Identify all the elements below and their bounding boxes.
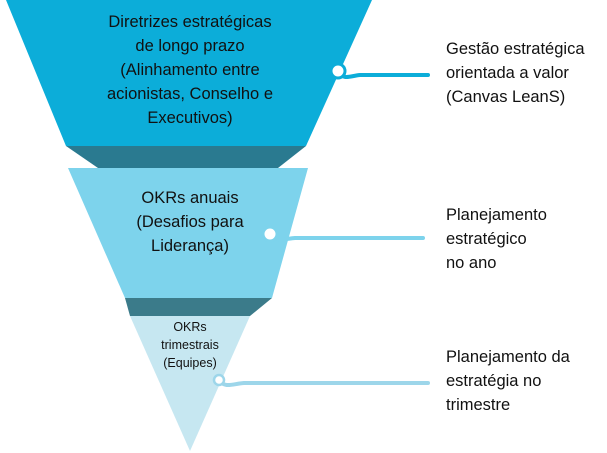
tier-1-line: (Alinhamento entre (120, 61, 260, 79)
connector-dot-3 (212, 373, 226, 387)
tier-3-line: (Equipes) (163, 356, 217, 370)
tier-2-label: OKRs anuais (Desafios para Liderança) (90, 186, 290, 258)
side-note-2-line: Planejamento (446, 206, 547, 224)
side-note-3-line: Planejamento da (446, 348, 570, 366)
tier-1-line: Executivos) (147, 109, 233, 127)
tier-3-line: trimestrais (161, 338, 219, 352)
connector-dot-2 (261, 225, 279, 243)
side-note-1-line: Gestão estratégica (446, 40, 585, 58)
side-note-1: Gestão estratégica orientada a valor (Ca… (446, 37, 585, 109)
tier-3-label: OKRs trimestrais (Equipes) (125, 318, 255, 372)
side-note-2-line: no ano (446, 254, 497, 272)
connector-line-3 (217, 379, 430, 387)
tier-2-line: OKRs anuais (141, 189, 239, 207)
funnel-tier-2-shadow (125, 298, 272, 316)
tier-2-line: (Desafios para (136, 213, 244, 231)
tier-2-line: Liderança) (151, 237, 229, 255)
tier-1-label: Diretrizes estratégicas de longo prazo (… (60, 10, 320, 130)
side-note-1-line: (Canvas LeanS) (446, 88, 566, 106)
tier-1-line: acionistas, Conselho e (106, 85, 273, 103)
side-note-1-line: orientada a valor (446, 64, 569, 82)
side-note-3-line: trimestre (446, 396, 511, 414)
side-note-2-line: estratégico (446, 230, 527, 248)
connector-line-1 (336, 71, 430, 79)
tier-3-line: OKRs (173, 320, 207, 334)
funnel-tier-3 (130, 316, 250, 451)
connector-dot-1 (329, 62, 347, 80)
connector-line-2 (269, 233, 425, 242)
side-note-3-line: estratégia no (446, 372, 542, 390)
side-note-2: Planejamento estratégico no ano (446, 203, 547, 275)
funnel-tier-1-shadow (66, 146, 306, 168)
tier-1-line: Diretrizes estratégicas (108, 13, 272, 31)
funnel-tier-1 (6, 0, 372, 146)
funnel-tier-2 (68, 168, 308, 298)
side-note-3: Planejamento da estratégia no trimestre (446, 345, 570, 417)
tier-1-line: de longo prazo (135, 37, 245, 55)
